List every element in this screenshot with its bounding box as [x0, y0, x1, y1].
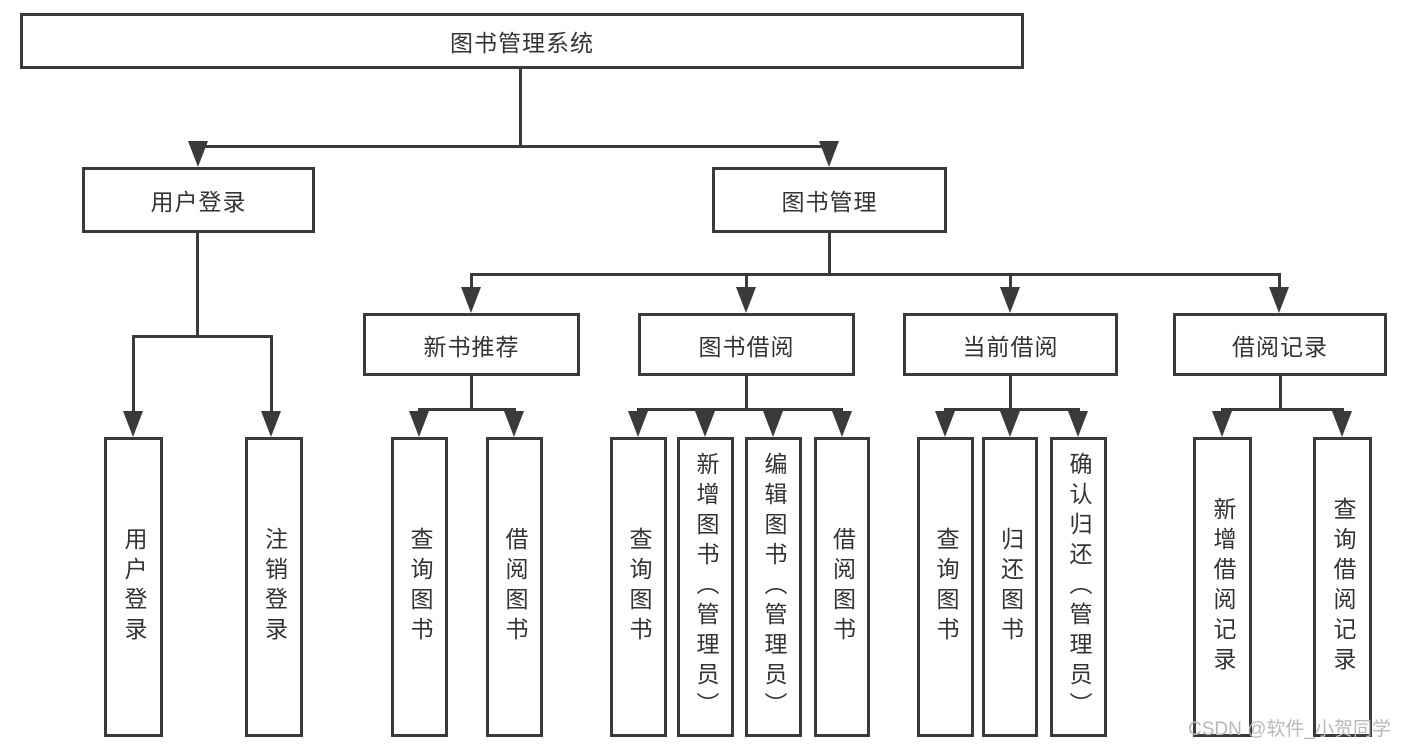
leaf-borrow-books: 借阅图书 [814, 437, 870, 737]
arrow-down-icon [763, 411, 783, 437]
csdn-watermark: CSDN @软件_小贺同学 [1188, 719, 1391, 740]
arrow-down-icon [261, 411, 281, 437]
arrow-down-icon [832, 411, 852, 437]
node-book-management-label: 图书管理 [781, 189, 878, 215]
arrow-down-icon [123, 411, 143, 437]
leaf-query-borrow-record-label: 查询借阅记录 [1330, 497, 1356, 677]
leaf-return-books: 归还图书 [982, 437, 1038, 737]
connector-line [470, 376, 473, 411]
leaf-confirm-return-admin-label: 确认归还（管理员） [1066, 452, 1092, 722]
connector-line [745, 273, 748, 289]
connector-line [1009, 376, 1012, 411]
leaf-query-books-current-label: 查询图书 [933, 527, 959, 647]
arrow-down-icon [1000, 287, 1020, 313]
connector-line [270, 335, 273, 413]
arrow-down-icon [504, 411, 524, 437]
arrow-down-icon [1068, 411, 1088, 437]
connector-line [1279, 376, 1282, 411]
connector-line [197, 145, 831, 148]
arrow-down-icon [1212, 411, 1232, 437]
node-root: 图书管理系统 [20, 13, 1024, 69]
node-root-label: 图书管理系统 [450, 30, 594, 56]
leaf-add-borrow-record-label: 新增借阅记录 [1210, 497, 1236, 677]
connector-line [637, 408, 843, 411]
leaf-logout-label: 注销登录 [261, 527, 288, 647]
connector-line [1009, 273, 1012, 289]
leaf-borrow-books-newrec-label: 借阅图书 [502, 527, 528, 647]
leaf-query-books-newrec-label: 查询图书 [407, 527, 433, 647]
arrow-down-icon [935, 411, 955, 437]
leaf-query-books-borrow: 查询图书 [610, 437, 667, 737]
connector-line [1221, 408, 1344, 411]
leaf-user-login-label: 用户登录 [121, 527, 147, 647]
node-book-borrowing: 图书借阅 [638, 313, 855, 376]
node-new-book-recommendation: 新书推荐 [363, 313, 580, 376]
connector-line [944, 408, 1080, 411]
leaf-borrow-books-newrec: 借阅图书 [486, 437, 543, 737]
connector-line [418, 408, 516, 411]
node-book-borrowing-label: 图书借阅 [698, 333, 795, 360]
connector-line [470, 273, 473, 289]
node-new-book-recommendation-label: 新书推荐 [423, 333, 520, 360]
node-current-borrowing-label: 当前借阅 [962, 333, 1059, 360]
connector-line [132, 335, 135, 413]
arrow-down-icon [819, 141, 839, 167]
leaf-add-books-admin: 新增图书（管理员） [677, 437, 734, 737]
connector-line [470, 273, 1281, 276]
leaf-query-borrow-record: 查询借阅记录 [1313, 437, 1372, 737]
node-user-login: 用户登录 [82, 167, 315, 233]
connector-line [132, 335, 273, 338]
node-borrow-records: 借阅记录 [1173, 313, 1387, 376]
arrow-down-icon [736, 287, 756, 313]
arrow-down-icon [409, 411, 429, 437]
leaf-edit-books-admin: 编辑图书（管理员） [745, 437, 802, 737]
connector-line [828, 233, 831, 276]
connector-line [745, 376, 748, 411]
leaf-query-books-newrec: 查询图书 [391, 437, 448, 737]
leaf-user-login: 用户登录 [104, 437, 163, 737]
arrow-down-icon [695, 411, 715, 437]
arrow-down-icon [1000, 411, 1020, 437]
leaf-return-books-label: 归还图书 [997, 527, 1024, 647]
leaf-edit-books-admin-label: 编辑图书（管理员） [761, 452, 787, 722]
arrow-down-icon [188, 141, 208, 167]
leaf-query-books-current: 查询图书 [917, 437, 974, 737]
node-user-login-label: 用户登录 [150, 189, 247, 215]
connector-line [1278, 273, 1281, 289]
leaf-confirm-return-admin: 确认归还（管理员） [1050, 437, 1107, 737]
connector-line [196, 233, 199, 338]
arrow-down-icon [1269, 287, 1289, 313]
arrow-down-icon [628, 411, 648, 437]
connector-line [519, 68, 522, 148]
leaf-query-books-borrow-label: 查询图书 [626, 527, 652, 647]
node-book-management: 图书管理 [712, 167, 947, 233]
leaf-borrow-books-label: 借阅图书 [829, 527, 856, 647]
arrow-down-icon [461, 287, 481, 313]
leaf-add-borrow-record: 新增借阅记录 [1193, 437, 1252, 737]
arrow-down-icon [1332, 411, 1352, 437]
node-current-borrowing: 当前借阅 [903, 313, 1118, 376]
leaf-add-books-admin-label: 新增图书（管理员） [693, 452, 719, 722]
leaf-logout: 注销登录 [245, 437, 303, 737]
node-borrow-records-label: 借阅记录 [1232, 333, 1328, 360]
